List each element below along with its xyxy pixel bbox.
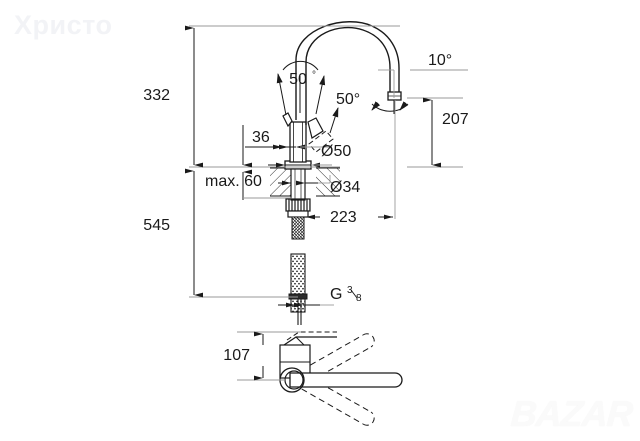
dimension-max-60-label: max. 60 [205, 173, 262, 190]
angle-50-left-unit: ° [312, 70, 316, 81]
dimension-545-label: 545 [143, 217, 170, 234]
dimension-107-label: 107 [223, 347, 250, 364]
plan-lever-arm [289, 372, 403, 388]
thread-label-denominator: 8 [356, 293, 362, 304]
angle-50-right-leader [315, 75, 339, 134]
dimension-d34-label: Ø34 [330, 179, 360, 196]
fixing-nut [285, 198, 311, 218]
thread-label-numerator: 3 [347, 285, 353, 296]
dimension-332: 332 [143, 25, 400, 168]
mixer-body-column [289, 121, 307, 163]
dimension-332-label: 332 [143, 87, 170, 104]
angle-50-left-label: 50 [289, 71, 307, 88]
dimension-thread-g38: G 3 8 [278, 285, 362, 308]
dimension-223: 223 [306, 100, 396, 226]
angle-50-left-leader [276, 73, 301, 116]
mounting-shank [290, 168, 306, 201]
lever-handle-ghost [308, 130, 334, 153]
lever-handle [282, 112, 324, 139]
threaded-stud [291, 216, 305, 240]
handle-swivel-arcs [282, 60, 319, 71]
dimension-d50-label: Ø50 [321, 143, 351, 160]
dimension-207-label: 207 [442, 111, 469, 128]
swan-neck-spout [295, 21, 402, 125]
angle-50-right-label: 50° [336, 91, 360, 108]
thread-label-g: G [330, 286, 342, 303]
countertop-section [270, 167, 340, 197]
dimension-max-60: max. 60 [205, 125, 292, 200]
dimension-36-label: 36 [252, 129, 270, 146]
angle-10-label: 10° [428, 52, 452, 69]
dimension-d34: Ø34 [278, 175, 360, 196]
dimension-d50: Ø50 [268, 143, 351, 168]
top-plan-view: 107 [223, 331, 403, 426]
front-elevation-view: 332 545 max. 60 36 [143, 21, 469, 325]
dimension-223-label: 223 [330, 209, 357, 226]
dimension-545: 545 [143, 168, 298, 298]
dimension-107: 107 [223, 331, 300, 381]
dimension-36: 36 [245, 129, 288, 150]
dimension-207: 207 [407, 97, 469, 168]
spout-swivel-arc [371, 100, 409, 114]
flexible-hose [288, 253, 308, 325]
